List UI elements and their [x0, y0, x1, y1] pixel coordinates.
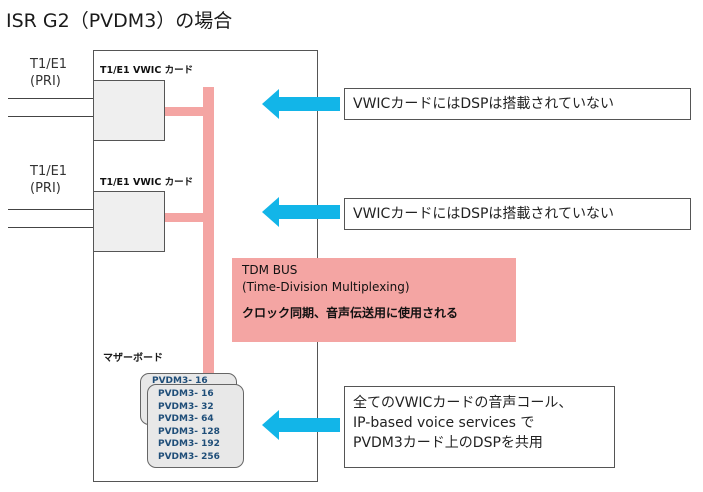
- arrow-left-icon: [262, 197, 340, 227]
- pvdm3-item: PVDM3- 16: [158, 389, 214, 399]
- vwic-card-label-top: T1/E1 VWIC カード: [100, 65, 194, 76]
- t1e1-label-bottom: T1/E1 (PRI): [30, 163, 67, 197]
- pvdm3-list: PVDM3- 16 PVDM3- 32 PVDM3- 64 PVDM3- 128…: [158, 388, 220, 463]
- vwic-card-top: [93, 80, 165, 141]
- t1e1-top-line1: T1/E1: [30, 57, 68, 72]
- vwic-card-bottom: [93, 191, 165, 252]
- t1e1-bottom-line2: (PRI): [30, 181, 61, 196]
- tdm-line2: (Time-Division Multiplexing): [242, 280, 410, 294]
- arrow-left-icon: [262, 410, 340, 440]
- page-title: ISR G2（PVDM3）の場合: [6, 10, 233, 32]
- pvdm3-item: PVDM3- 64: [158, 414, 214, 424]
- t1e1-top-line2: (PRI): [30, 74, 61, 89]
- t1-line-bottom-1: [8, 209, 94, 210]
- callout-top: VWICカードにはDSPは搭載されていない: [344, 88, 691, 120]
- tdm-bus-branch-top: [165, 107, 205, 116]
- pvdm3-item: PVDM3- 128: [158, 426, 220, 437]
- t1-line-bottom-2: [8, 227, 94, 228]
- tdm-bus-vertical: [203, 87, 214, 387]
- pvdm3-item: PVDM3- 32: [158, 401, 214, 412]
- callout-bottom: 全てのVWICカードの音声コール、 IP-based voice service…: [344, 386, 615, 468]
- t1e1-label-top: T1/E1 (PRI): [30, 56, 67, 90]
- pvdm3-back-label: PVDM3- 16: [152, 376, 208, 386]
- t1-line-top-2: [8, 116, 94, 117]
- tdm-bus-branch-bottom: [165, 213, 205, 222]
- pvdm3-module-front: [147, 384, 244, 468]
- t1-line-top-1: [8, 98, 94, 99]
- callout-middle: VWICカードにはDSPは搭載されていない: [344, 198, 691, 230]
- callout-bottom-line3: PVDM3カード上のDSPを共用: [353, 435, 543, 451]
- callout-bottom-line2: IP-based voice services で: [353, 415, 535, 431]
- pvdm3-item: PVDM3- 256: [158, 451, 220, 462]
- pvdm3-item: PVDM3- 192: [158, 439, 220, 449]
- vwic-card-label-bottom: T1/E1 VWIC カード: [100, 177, 194, 188]
- motherboard-label: マザーボード: [103, 353, 163, 364]
- tdm-line1: TDM BUS: [242, 263, 298, 277]
- tdm-line3: クロック同期、音声伝送用に使用される: [242, 306, 459, 320]
- t1e1-bottom-line1: T1/E1: [30, 164, 68, 179]
- callout-bottom-line1: 全てのVWICカードの音声コール、: [353, 395, 573, 411]
- tdm-bus-box: TDM BUS (Time-Division Multiplexing) クロッ…: [232, 258, 516, 342]
- arrow-left-icon: [262, 89, 340, 119]
